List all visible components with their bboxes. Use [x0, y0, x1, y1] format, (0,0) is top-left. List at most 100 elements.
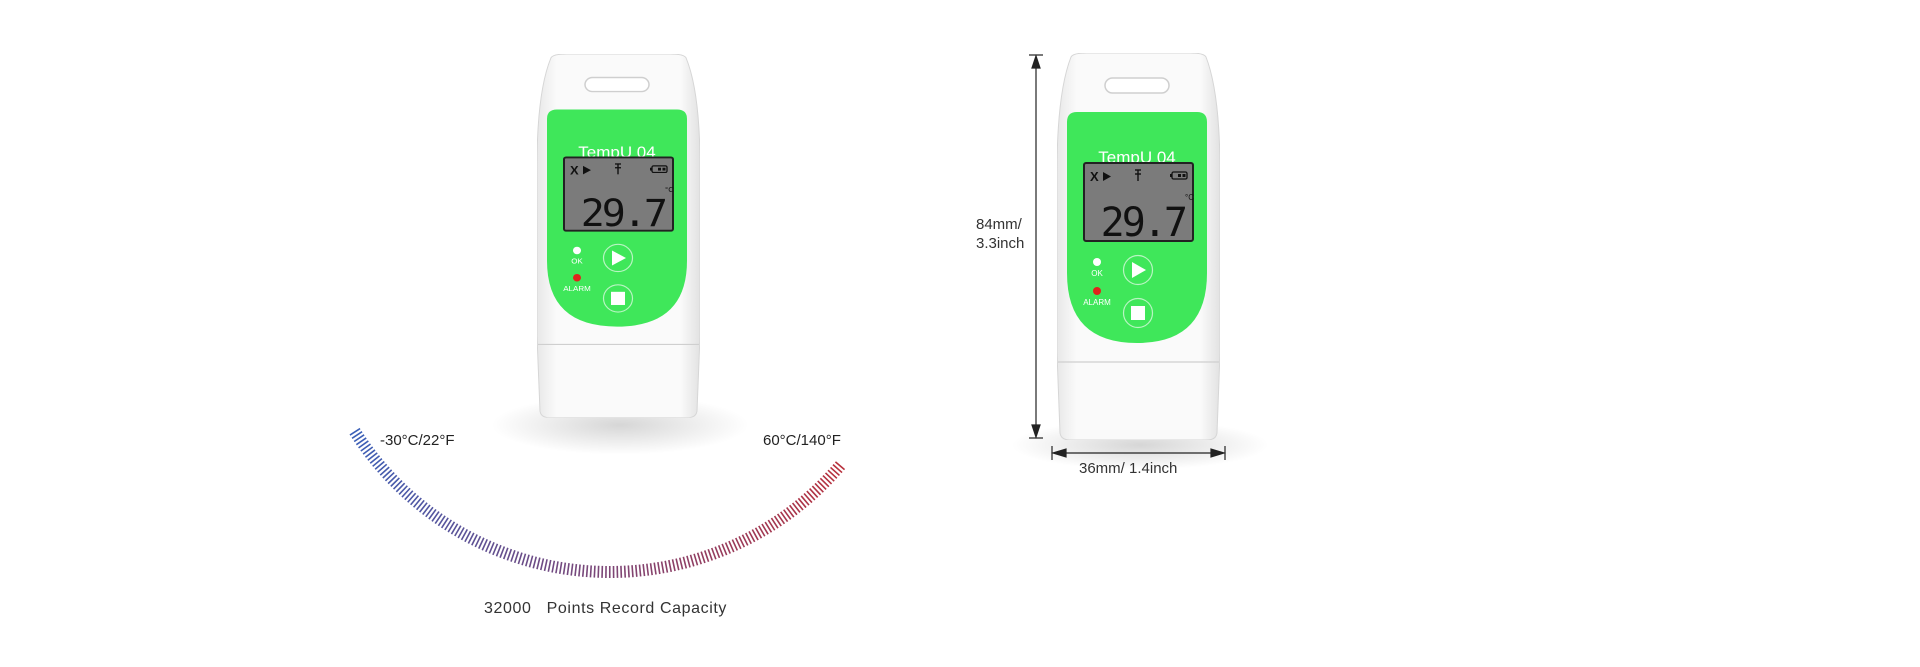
arc-tick	[627, 565, 630, 578]
arc-tick	[675, 558, 680, 571]
arc-tick	[589, 565, 593, 578]
height-label: 84mm/3.3inch	[976, 215, 1024, 253]
arc-tick	[789, 504, 798, 516]
arc-tick	[425, 506, 434, 518]
arc-tick	[758, 525, 766, 537]
arc-tick	[517, 552, 523, 565]
arc-tick	[502, 547, 509, 560]
arc-tick	[794, 500, 804, 511]
lcd-screen	[563, 156, 674, 232]
arc-tick	[767, 519, 776, 531]
arc-tick	[634, 564, 638, 577]
arc-tick	[660, 561, 665, 574]
arc-tick	[738, 536, 746, 548]
arc-tick	[349, 427, 361, 436]
arc-tick	[764, 521, 773, 533]
arc-tick	[444, 519, 452, 531]
arc-tick	[827, 469, 838, 479]
ok-label: OK	[571, 257, 583, 266]
device-dimension-view: TempU 04 X 29.7 °C OK ALARM	[1056, 52, 1221, 445]
arc-tick	[419, 502, 428, 513]
arc-tick	[728, 540, 735, 553]
arc-tick	[817, 480, 827, 491]
arc-tick	[367, 452, 378, 461]
play-icon	[612, 250, 626, 266]
arc-tick	[682, 556, 688, 569]
arc-tick	[492, 543, 499, 556]
arc-tick	[585, 565, 589, 578]
arc-tick	[415, 499, 425, 511]
arc-tick	[460, 528, 469, 541]
arc-tick	[377, 463, 388, 473]
arc-tick	[741, 534, 749, 546]
lcd-screen	[1083, 162, 1194, 242]
arc-tick	[374, 460, 385, 470]
arc-tick	[834, 461, 846, 471]
lcd-battery-icon	[650, 165, 668, 174]
arc-tick	[521, 553, 527, 566]
alarm-label: ALARM	[563, 284, 591, 293]
arc-tick	[689, 554, 695, 567]
arc-tick	[574, 563, 578, 577]
arrow-left-icon	[1050, 448, 1067, 458]
arc-tick	[390, 477, 400, 487]
arc-tick	[735, 537, 742, 550]
capacity-value: 32000	[484, 600, 532, 617]
range-max-label: 60°C/140°F	[763, 432, 841, 449]
arc-tick	[355, 437, 367, 446]
arc-tick	[800, 495, 810, 506]
arc-tick	[824, 472, 835, 482]
arc-tick	[506, 548, 513, 561]
alarm-label: ALARM	[1083, 298, 1111, 307]
arc-tick	[558, 561, 563, 574]
arc-tick	[434, 513, 443, 525]
start-button	[1122, 254, 1154, 286]
arc-tick	[748, 530, 756, 543]
arc-tick	[803, 492, 813, 504]
height-mm: 84mm/	[976, 216, 1022, 233]
arc-tick	[791, 502, 801, 513]
arc-tick	[395, 482, 406, 493]
arc-tick	[754, 527, 763, 539]
ok-led	[573, 246, 581, 255]
temperature-unit: °C	[665, 185, 674, 194]
arc-tick	[547, 559, 552, 572]
arc-tick	[392, 480, 403, 490]
arc-tick	[819, 477, 830, 488]
arc-tick	[696, 552, 702, 565]
arc-tick	[770, 517, 779, 529]
arc-tick	[464, 530, 472, 543]
arc-tick	[410, 495, 420, 506]
arc-tick	[488, 542, 495, 554]
temperature-unit: °C	[1185, 193, 1194, 202]
arc-tick	[562, 562, 567, 575]
arc-tick	[404, 490, 414, 501]
arc-tick	[555, 561, 559, 574]
arc-tick	[407, 492, 417, 503]
start-button	[602, 243, 634, 273]
arc-tick	[362, 446, 374, 455]
capacity-caption: 32000 Points Record Capacity	[484, 600, 727, 618]
arc-tick	[829, 466, 841, 477]
lcd-battery-icon	[1170, 171, 1188, 180]
arc-tick	[832, 464, 843, 474]
arc-tick	[447, 521, 456, 533]
arc-tick	[678, 557, 684, 570]
device-front-view: TempU 04 X 29.7 °C OK ALARM	[536, 53, 701, 422]
capacity-text: Points Record Capacity	[546, 600, 728, 617]
arc-tick	[360, 443, 371, 452]
arc-tick	[467, 532, 475, 544]
ok-label: OK	[1091, 269, 1103, 278]
arc-tick	[653, 562, 657, 575]
arc-tick	[428, 508, 437, 520]
arc-tick	[780, 511, 789, 523]
stop-icon	[1131, 306, 1145, 320]
arc-tick	[581, 564, 585, 577]
arc-tick	[671, 559, 676, 572]
arc-tick	[570, 563, 574, 576]
arc-tick	[668, 559, 673, 573]
arc-tick	[525, 554, 530, 567]
arc-tick	[724, 542, 731, 554]
width-label: 36mm/ 1.4inch	[1079, 460, 1178, 477]
